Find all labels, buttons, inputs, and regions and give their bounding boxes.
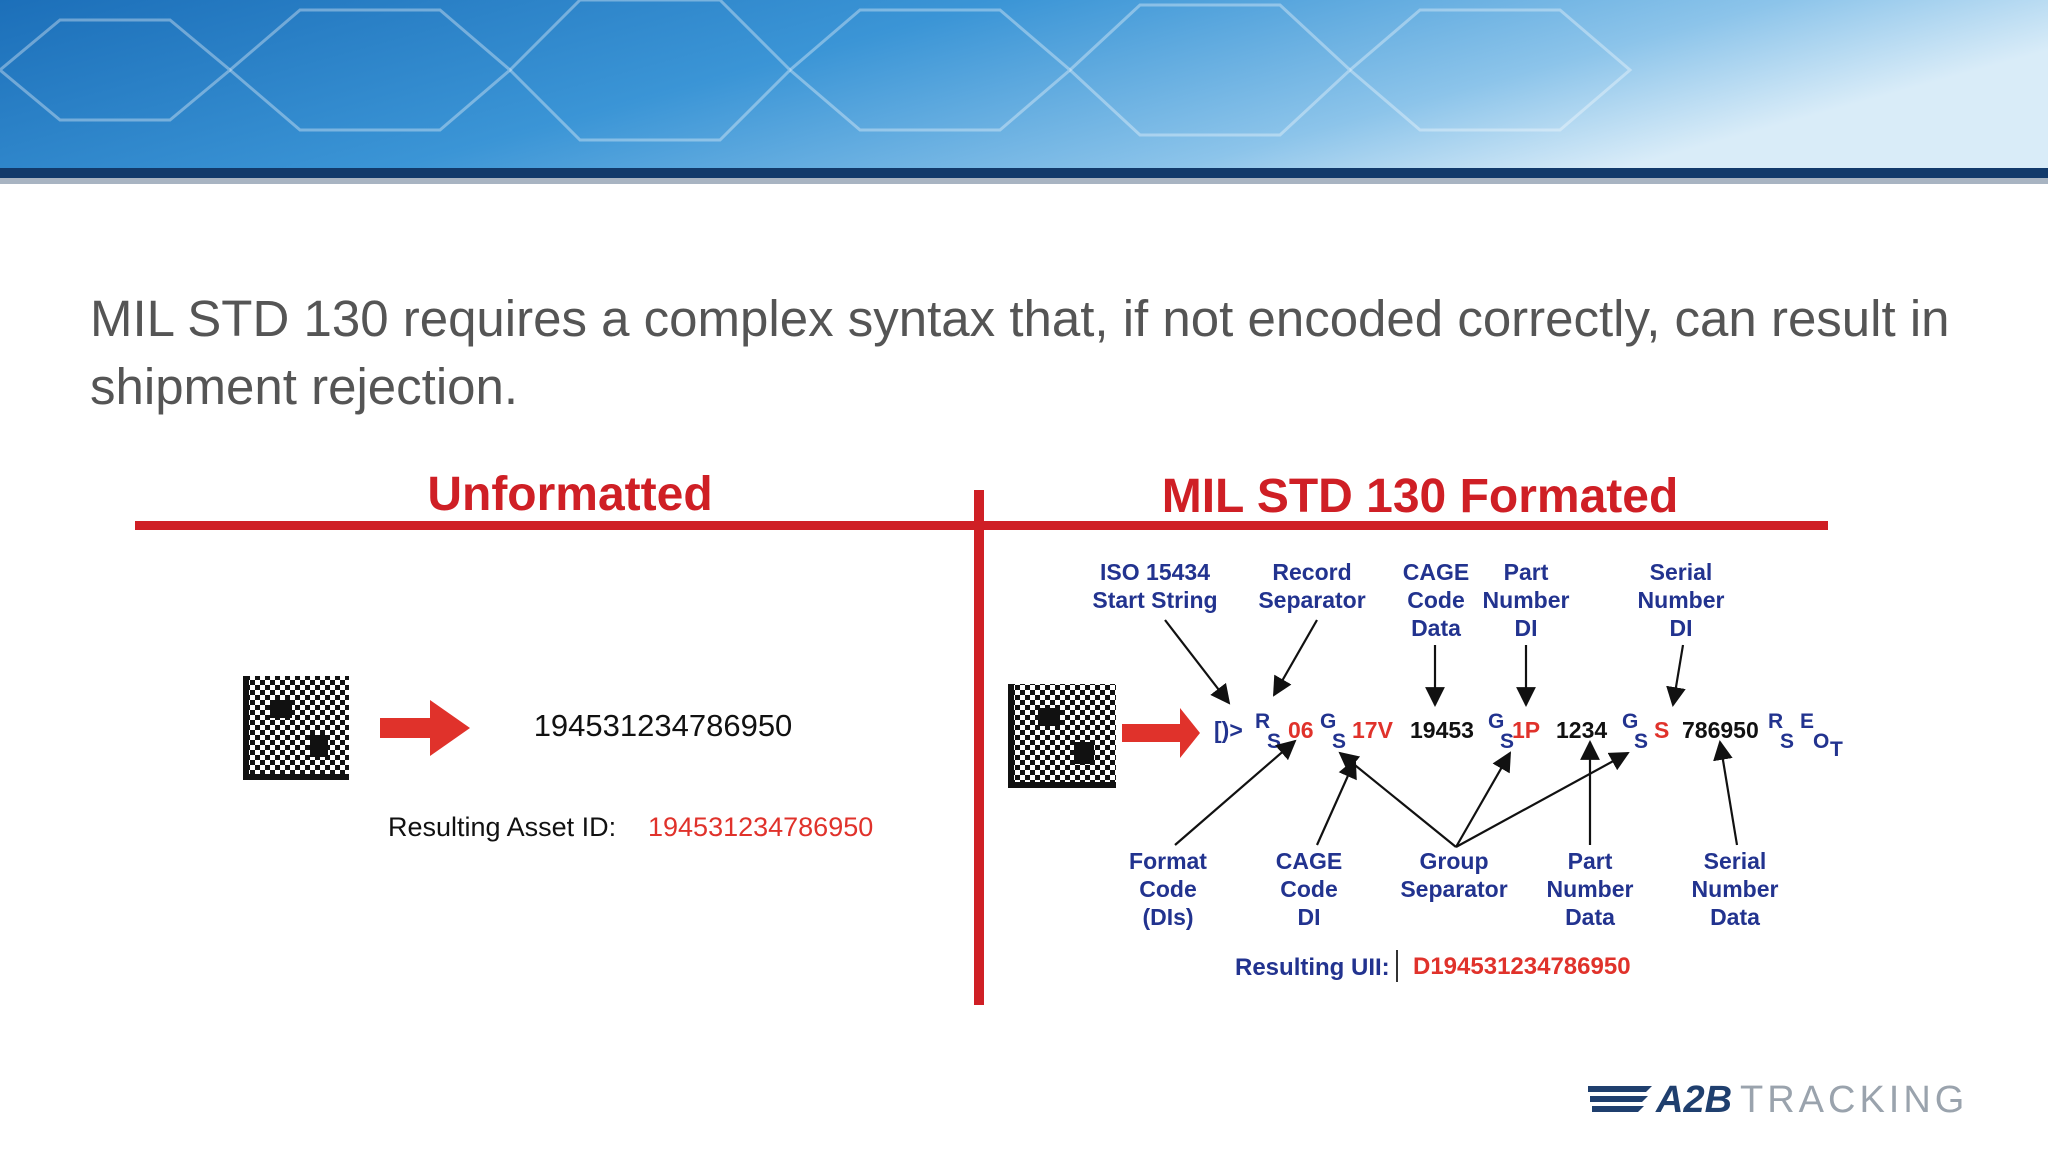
asset-id-label: Resulting Asset ID: (388, 812, 616, 842)
formatted-title: MIL STD 130 Formated (1162, 470, 1679, 523)
unformatted-title: Unformatted (427, 468, 712, 521)
arrow-group-sep-2 (1455, 751, 1511, 848)
sequence-token: E (1800, 710, 1814, 733)
logo-brand-bold: A2B (1655, 1079, 1732, 1121)
sequence-token: R (1255, 710, 1270, 733)
right-arrow-icon (1122, 708, 1200, 758)
sequence-token: S (1634, 730, 1648, 753)
sequence-token: S (1780, 730, 1794, 753)
arrow-serial-number-di (1666, 644, 1686, 707)
arrow-iso-start (1164, 619, 1231, 705)
sequence-token: 17V (1352, 717, 1394, 743)
uii-label: Resulting UII: (1235, 954, 1390, 981)
uii-divider (1396, 950, 1398, 982)
sequence-token: 786950 (1682, 717, 1759, 743)
header-banner (0, 0, 2048, 184)
arrow-group-sep-3 (1455, 752, 1630, 848)
sequence-token: O (1813, 730, 1829, 753)
vertical-divider (974, 490, 984, 1005)
sequence-token: 1P (1512, 717, 1540, 743)
unformatted-raw-value: 194531234786950 (534, 708, 793, 743)
sequence-token: G (1320, 710, 1336, 733)
datamatrix-code-icon (1008, 684, 1116, 788)
sequence-token: G (1622, 710, 1638, 733)
uii-value: D194531234786950 (1413, 953, 1631, 980)
sequence-token: R (1768, 710, 1783, 733)
sequence-token: T (1830, 738, 1843, 761)
sequence-token: [)> (1214, 717, 1243, 743)
sequence-token: S (1267, 730, 1281, 753)
arrow-cage-code-di (1315, 758, 1357, 846)
sequence-token: 1234 (1556, 717, 1607, 743)
datamatrix-code-icon (243, 676, 349, 780)
a2b-wings-logo-icon (1588, 1086, 1652, 1112)
pointer-arrows (1164, 619, 1739, 848)
arrow-record-separator (1273, 619, 1318, 697)
sequence-token: S (1654, 717, 1669, 743)
asset-id-value: 194531234786950 (648, 812, 873, 842)
slide-headline: MIL STD 130 requires a complex syntax th… (90, 290, 1950, 415)
sequence-token: 06 (1288, 717, 1314, 743)
logo-brand-light: TRACKING (1740, 1079, 1968, 1121)
sequence-token: S (1332, 730, 1346, 753)
right-arrow-icon (380, 700, 470, 756)
arrow-group-sep-1 (1338, 751, 1457, 848)
arrow-format-code (1174, 739, 1297, 846)
sequence-token: S (1500, 730, 1514, 753)
sequence-token: 19453 (1410, 717, 1474, 743)
sequence-token: G (1488, 710, 1504, 733)
arrow-serial-number-data (1713, 740, 1739, 846)
